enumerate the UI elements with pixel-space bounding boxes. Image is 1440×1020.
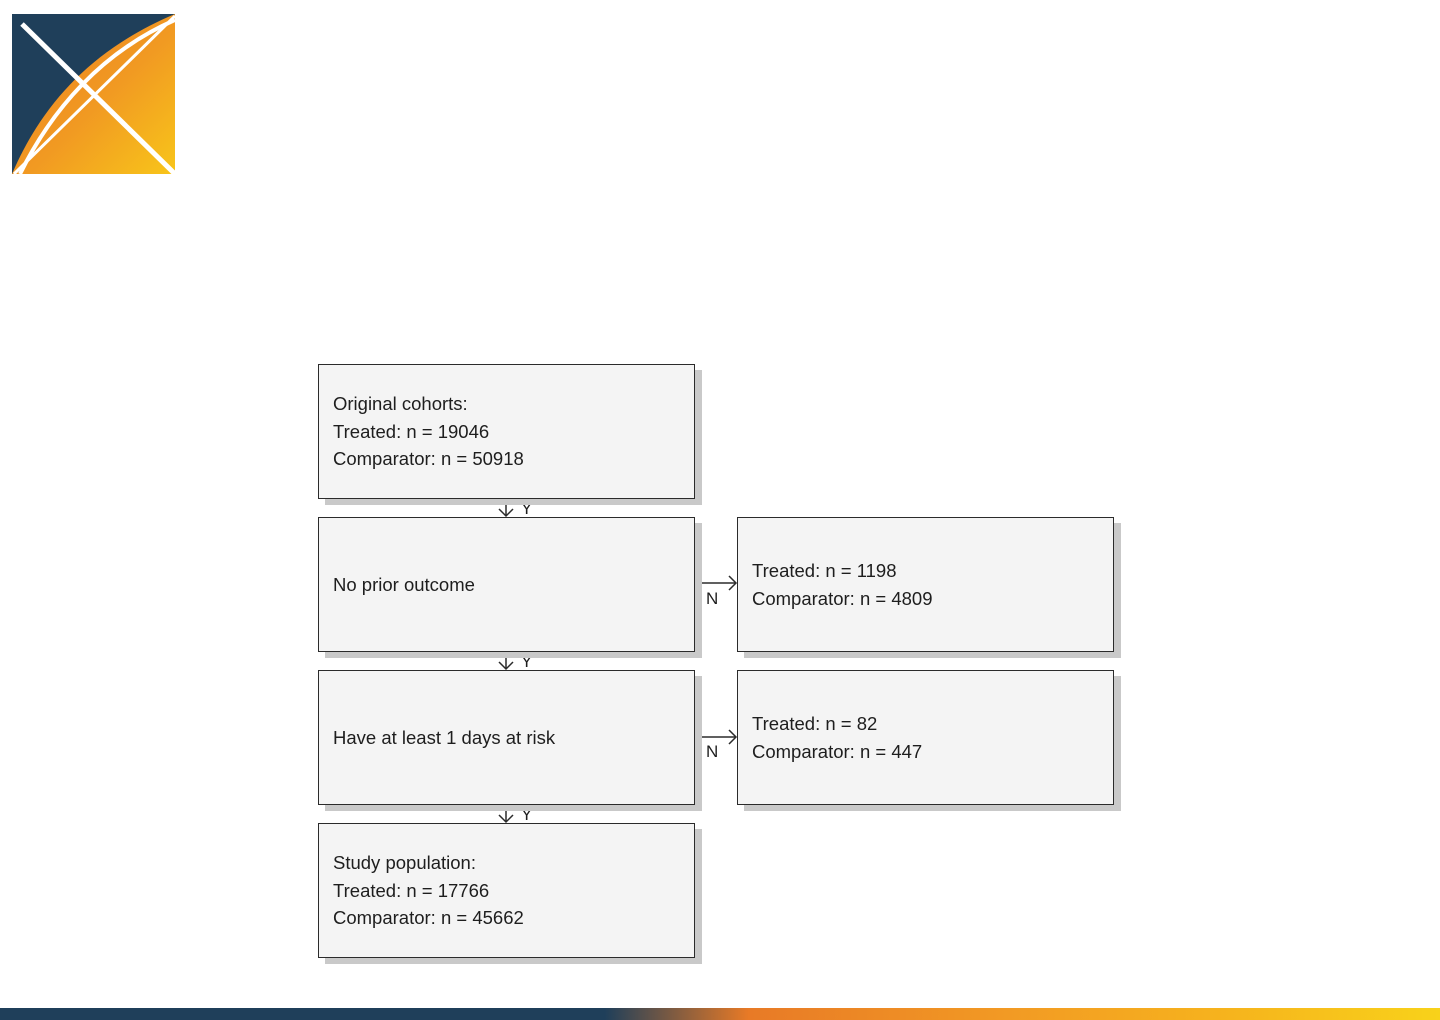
- edge-label-no-2: N: [706, 743, 718, 761]
- study-comparator-count: Comparator: n = 45662: [333, 904, 694, 932]
- excluded-no-prior-outcome-box: Treated: n = 1198 Comparator: n = 4809: [737, 517, 1114, 652]
- edge-label-yes-1: Y: [521, 500, 532, 518]
- study-treated-count: Treated: n = 17766: [333, 877, 694, 905]
- excluded-days-at-risk-box: Treated: n = 82 Comparator: n = 447: [737, 670, 1114, 805]
- excluded-2-treated-count: Treated: n = 82: [752, 710, 1113, 738]
- study-population-box: Study population: Treated: n = 17766 Com…: [318, 823, 695, 958]
- excluded-2-comparator-count: Comparator: n = 447: [752, 738, 1113, 766]
- original-comparator-count: Comparator: n = 50918: [333, 445, 694, 473]
- days-at-risk-label: Have at least 1 days at risk: [333, 724, 694, 752]
- excluded-1-comparator-count: Comparator: n = 4809: [752, 585, 1113, 613]
- no-prior-outcome-label: No prior outcome: [333, 571, 694, 599]
- excluded-1-treated-count: Treated: n = 1198: [752, 557, 1113, 585]
- footer-gradient-bar: [0, 1008, 1440, 1020]
- days-at-risk-box: Have at least 1 days at risk: [318, 670, 695, 805]
- original-treated-count: Treated: n = 19046: [333, 418, 694, 446]
- original-cohorts-title: Original cohorts:: [333, 390, 694, 418]
- original-cohorts-box: Original cohorts: Treated: n = 19046 Com…: [318, 364, 695, 499]
- no-prior-outcome-box: No prior outcome: [318, 517, 695, 652]
- edge-label-yes-2: Y: [521, 653, 532, 671]
- edge-label-yes-3: Y: [521, 806, 532, 824]
- study-population-title: Study population:: [333, 849, 694, 877]
- edge-label-no-1: N: [706, 590, 718, 608]
